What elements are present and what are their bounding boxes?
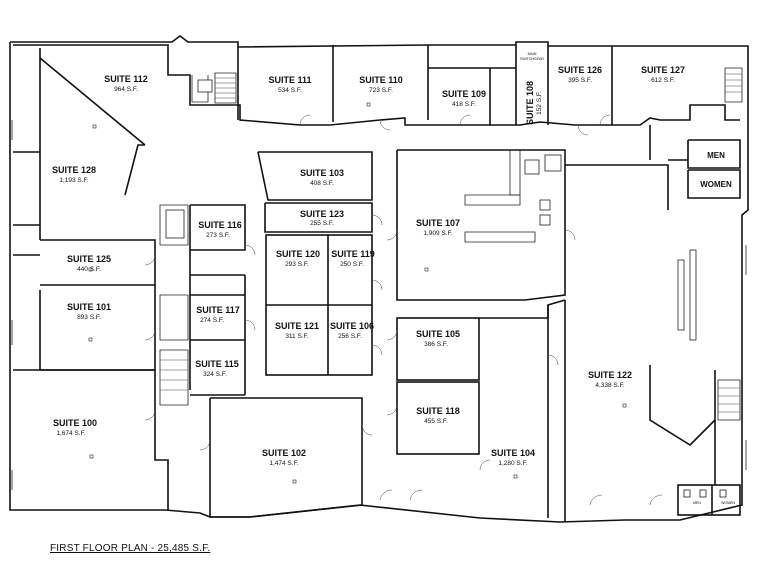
- suite-102-area: 1,474 S.F.: [269, 460, 298, 467]
- suite-104-name: SUITE 104: [491, 448, 535, 458]
- suite-103-area: 408 S.F.: [310, 180, 334, 187]
- suite-104-area: 1,280 S.F.: [498, 460, 527, 467]
- suite-128-name: SUITE 128: [52, 165, 96, 175]
- building-walls: [9, 35, 749, 523]
- suite-111-name: SUITE 111: [268, 75, 311, 85]
- suite-100-area: 1,674 S.F.: [56, 430, 85, 437]
- suite-112-name: SUITE 112: [104, 74, 148, 84]
- suite-119-area: 250 S.F.: [340, 261, 364, 268]
- suite-106-name: SUITE 106: [330, 321, 374, 331]
- men-small-label: MEN: [693, 501, 701, 505]
- suite-120-name: SUITE 120: [276, 249, 320, 259]
- suite-100-name: SUITE 100: [53, 418, 97, 428]
- suite-123-name: SUITE 123: [300, 209, 344, 219]
- suite-125-area: 440 S.F.: [77, 266, 101, 273]
- suite-120-area: 293 S.F.: [285, 261, 309, 268]
- suite-126-area: 395 S.F.: [568, 77, 592, 84]
- suite-116-area: 273 S.F.: [206, 232, 230, 239]
- suite-105-area: 386 S.F.: [424, 341, 448, 348]
- suite-105-name: SUITE 105: [416, 329, 460, 339]
- room-labels: SUITE 112 964 S.F. SUITE 111 534 S.F. SU…: [52, 52, 735, 505]
- suite-118-name: SUITE 118: [416, 406, 460, 416]
- suite-101-name: SUITE 101: [67, 302, 111, 312]
- suite-109-area: 418 S.F.: [452, 101, 476, 108]
- suite-123-area: 255 S.F.: [310, 220, 334, 227]
- suite-127-area: 612 S.F.: [651, 77, 675, 84]
- suite-119-name: SUITE 119: [331, 249, 375, 259]
- suite-108-name: SUITE 108: [525, 81, 535, 125]
- suite-108-area: 152 S.F.: [536, 91, 543, 115]
- suite-107-name: SUITE 107: [416, 218, 460, 228]
- suite-128-area: 1,193 S.F.: [59, 177, 88, 184]
- main-switchgear-label-1: MAIN: [528, 52, 537, 56]
- suite-122-name: SUITE 122: [588, 370, 632, 380]
- suite-118-area: 455 S.F.: [424, 418, 448, 425]
- suite-110-name: SUITE 110: [359, 75, 403, 85]
- suite-101-area: 893 S.F.: [77, 314, 101, 321]
- suite-121-area: 311 S.F.: [285, 333, 309, 340]
- suite-103-name: SUITE 103: [300, 168, 344, 178]
- suite-126-name: SUITE 126: [558, 65, 602, 75]
- suite-102-name: SUITE 102: [262, 448, 306, 458]
- suite-109-name: SUITE 109: [442, 89, 486, 99]
- suite-115-name: SUITE 115: [195, 359, 239, 369]
- suite-115-area: 324 S.F.: [203, 371, 227, 378]
- plan-details: [11, 67, 747, 506]
- suite-117-name: SUITE 117: [196, 305, 240, 315]
- suite-121-name: SUITE 121: [275, 321, 319, 331]
- suite-106-area: 256 S.F.: [338, 333, 362, 340]
- suite-110-area: 723 S.F.: [369, 87, 393, 94]
- suite-107-area: 1,909 S.F.: [423, 230, 452, 237]
- women-small-label: WOMEN: [721, 501, 735, 505]
- suite-122-area: 4,338 S.F.: [595, 382, 624, 389]
- women-restroom-label: WOMEN: [700, 180, 732, 189]
- suite-127-name: SUITE 127: [641, 65, 685, 75]
- main-switchgear-label-2: SWITCHGEAR: [520, 57, 544, 61]
- men-restroom-label: MEN: [707, 151, 725, 160]
- interior-walls: [13, 45, 741, 522]
- suite-112-area: 964 S.F.: [114, 86, 138, 93]
- suite-117-area: 274 S.F.: [200, 317, 224, 324]
- suite-125-name: SUITE 125: [67, 254, 111, 264]
- suite-116-name: SUITE 116: [198, 220, 242, 230]
- plan-title: FIRST FLOOR PLAN - 25,485 S.F.: [50, 543, 211, 554]
- suite-111-area: 534 S.F.: [278, 87, 302, 94]
